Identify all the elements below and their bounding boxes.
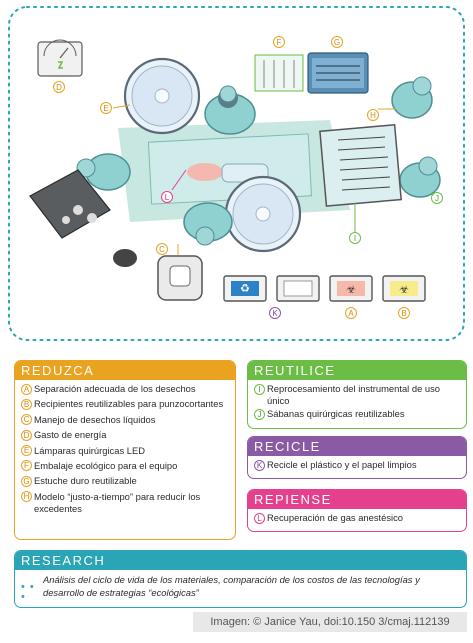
svg-text:K: K [272,309,278,318]
recicle-title: RECICLE [248,437,466,456]
nurse-icon [399,156,441,198]
svg-text:☣: ☣ [346,283,356,296]
marker-I: I [349,232,361,244]
marker-H: H [367,109,379,121]
image-credit: Imagen: © Janice Yau, doi:10.150 3/cmaj.… [193,612,467,632]
svg-text:F: F [277,38,282,47]
letter-badge: J [254,408,265,420]
marker-E: E [100,102,112,114]
svg-text:♻: ♻ [240,282,250,295]
letter-badge: A [21,383,32,395]
illustration-frame [8,6,465,341]
nurse-icon [391,76,433,119]
marker-F: F [273,36,285,48]
research-body: • • • Análisis del ciclo de vida de los … [15,570,466,603]
clean-plastic-bin-icon [276,275,320,302]
dots-icon: • • • [21,581,35,603]
biohazard-bin-icon: ☣ [329,275,373,302]
anesthesia-machine-icon [29,169,137,267]
research-text: Análisis del ciclo de vida de los materi… [43,574,420,598]
svg-text:D: D [56,83,62,92]
letter-badge: C [21,414,32,426]
letter-badge: G [21,475,32,487]
letter-badge: E [21,445,32,457]
marker-J: J [431,192,443,204]
marker-A: A [345,307,357,319]
svg-text:J: J [435,194,439,203]
operating-room-illustration: ♻ ☣ ☣ D E F [8,6,465,341]
energy-meter-icon [37,39,83,77]
research-panel: RESEARCH • • • Análisis del ciclo de vid… [14,550,467,608]
svg-text:L: L [165,193,170,202]
instrument-tray-icon [319,124,402,207]
svg-text:B: B [401,309,406,318]
surgeon-icon [204,85,256,135]
patient-icon [187,163,223,181]
repiense-title: REPIENSE [248,490,466,509]
anesthetist-icon [76,153,131,191]
svg-text:G: G [334,38,340,47]
letter-badge: H [21,491,32,503]
marker-C: C [156,243,168,255]
led-lamp-icon [123,57,201,135]
reduzca-title: REDUZCA [15,361,235,380]
svg-text:H: H [370,111,376,120]
svg-text:C: C [159,245,165,254]
eco-packaging-icon [254,54,304,92]
letter-badge: F [21,460,32,472]
svg-text:A: A [348,309,354,318]
suction-canister-icon [157,255,203,301]
letter-badge: I [254,383,265,395]
svg-text:☣: ☣ [399,283,409,296]
marker-D: D [53,81,65,93]
reusable-case-icon [307,52,369,94]
marker-K: K [269,307,281,319]
letter-badge: L [254,512,265,524]
letter-badge: D [21,429,32,441]
svg-text:I: I [354,234,356,243]
letter-badge: B [21,398,32,410]
sharps-container-icon: ☣ [382,275,426,302]
recycle-bin-icon: ♻ [223,275,267,302]
letter-badge: K [254,459,265,471]
led-lamp-icon [224,175,302,253]
marker-G: G [331,36,343,48]
marker-B: B [398,307,410,319]
surgeon-icon [183,202,233,246]
reutilice-title: REUTILICE [248,361,466,380]
research-title: RESEARCH [15,551,466,570]
svg-text:E: E [103,104,108,113]
marker-L: L [161,191,173,203]
